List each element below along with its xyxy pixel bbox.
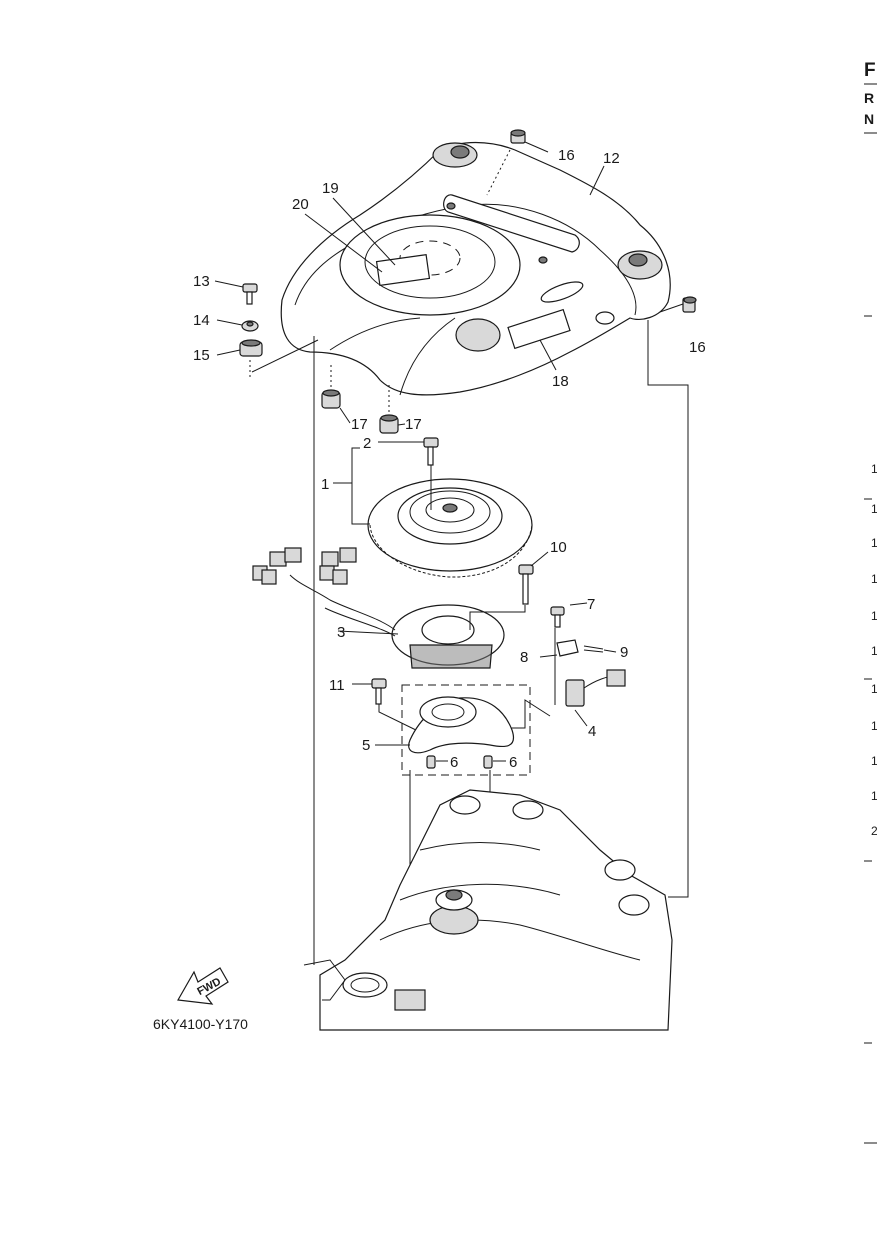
harness-connectors [252,547,357,585]
callout-2: 2 [363,435,371,452]
clip-9 [583,645,604,653]
callout-1: 1 [321,476,329,493]
edge-number: 1 [871,789,877,803]
edge-letter-n: N [864,111,874,127]
callout-19: 19 [322,180,339,197]
flywheel-magneto [367,478,533,578]
bolt-10 [518,564,534,605]
grommet-16-top [510,129,526,144]
bolt-7 [550,606,565,628]
edge-number: 1 [871,462,877,476]
edge-number: 1 [871,572,877,586]
bolt-11 [371,678,387,705]
bracket-8 [556,639,579,657]
fwd-arrow-icon: FWD [177,967,229,1005]
callout-18: 18 [552,373,569,390]
grommet-17-left [321,389,341,409]
callout-7: 7 [587,596,595,613]
callout-14: 14 [193,312,210,329]
dowel-pin-6-right [483,755,493,769]
edge-number: 1 [871,609,877,623]
dowel-pin-6-left [426,755,436,769]
drawing-code: 6KY4100-Y170 [153,1016,248,1032]
grommet-16-right [682,296,697,313]
edge-number: 2 [871,824,877,838]
engine-block [303,789,673,1031]
callout-4: 4 [588,723,596,740]
callout-6-left: 6 [450,754,458,771]
callout-20: 20 [292,196,309,213]
edge-number: 1 [871,536,877,550]
stator-assembly [289,574,505,669]
edge-number: 1 [871,682,877,696]
right-edge-fragment: F R N 1 1 1 1 1 1 1 1 1 1 2 [864,60,877,1144]
flywheel-cover [280,141,671,396]
callout-12: 12 [603,150,620,167]
callout-15: 15 [193,347,210,364]
callout-10: 10 [550,539,567,556]
grommet-15 [239,339,263,357]
callout-16-top: 16 [558,147,575,164]
edge-number: 1 [871,754,877,768]
edge-number: 1 [871,719,877,733]
edge-number: 1 [871,502,877,516]
edge-letter-r: R [864,90,874,106]
edge-number: 1 [871,644,877,658]
callout-13: 13 [193,273,210,290]
collar-14 [241,320,259,332]
callout-11: 11 [329,677,345,694]
bolt-13 [242,283,258,305]
callout-16-right: 16 [689,339,706,356]
callout-8: 8 [520,649,528,666]
callout-17-left: 17 [351,416,368,433]
callout-9: 9 [620,644,628,661]
crank-position-sensor-4 [565,669,626,707]
edge-letter-f: F [864,60,876,81]
grommet-17-right [379,414,399,434]
callout-6-right: 6 [509,754,517,771]
callout-17-right: 17 [405,416,422,433]
stator-base-5 [408,696,514,754]
callout-5: 5 [362,737,370,754]
flywheel-bolt-2 [423,437,439,466]
callout-3: 3 [337,624,345,641]
